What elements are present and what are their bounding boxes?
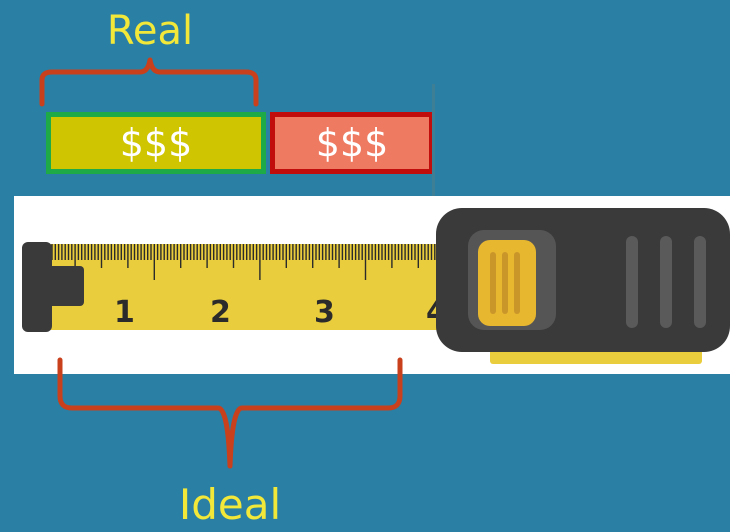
diagram: Real $$$ $$$ 1 2 3 4	[0, 0, 730, 530]
top-brace	[0, 0, 730, 530]
